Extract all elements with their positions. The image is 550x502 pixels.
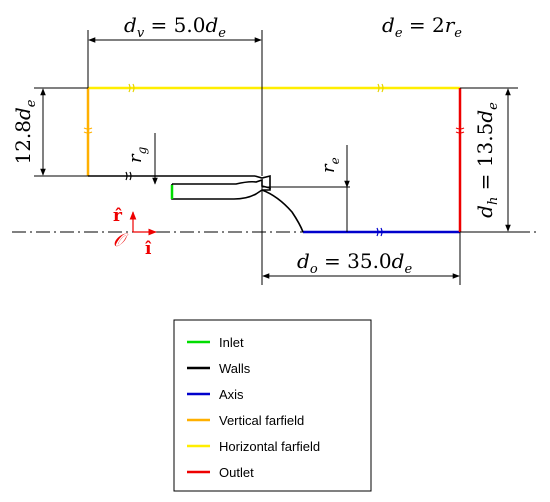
outlet-break-mark (455, 127, 465, 134)
legend-label: Axis (219, 387, 244, 402)
legend-label: Horizontal farfield (219, 439, 320, 454)
legend-label: Vertical farfield (219, 413, 304, 428)
axis-break-mark (376, 227, 383, 237)
horizontal-break-mark-2 (377, 83, 384, 93)
re-label: re (318, 157, 342, 173)
legend-label: Walls (219, 361, 251, 376)
dh-label: dh = 13.5de (473, 102, 501, 218)
dv-label: dv = 5.0de (124, 13, 226, 41)
i-hat-label: î (145, 239, 152, 259)
legend-item: Walls (187, 361, 251, 376)
nozzle-walls (88, 171, 304, 233)
legend-box (173, 319, 372, 492)
legend-item: Vertical farfield (187, 413, 304, 428)
legend-label: Inlet (219, 335, 244, 350)
legend-item: Inlet (187, 335, 244, 350)
rg-label: rg (125, 146, 149, 163)
legend-label: Outlet (219, 465, 254, 480)
de-relation-label: de = 2re (382, 13, 462, 41)
horizontal-break-mark-1 (128, 83, 135, 93)
vertical-break-mark (83, 127, 93, 134)
origin-label: 𝒪 (113, 230, 129, 251)
legend-item: Axis (187, 387, 244, 402)
legend-item: Outlet (187, 465, 254, 480)
h-label: 12.8de (11, 99, 39, 164)
legend-item: Horizontal farfield (187, 439, 320, 454)
r-hat-label: r̂ (113, 206, 123, 226)
do-label: do = 35.0de (297, 249, 412, 277)
